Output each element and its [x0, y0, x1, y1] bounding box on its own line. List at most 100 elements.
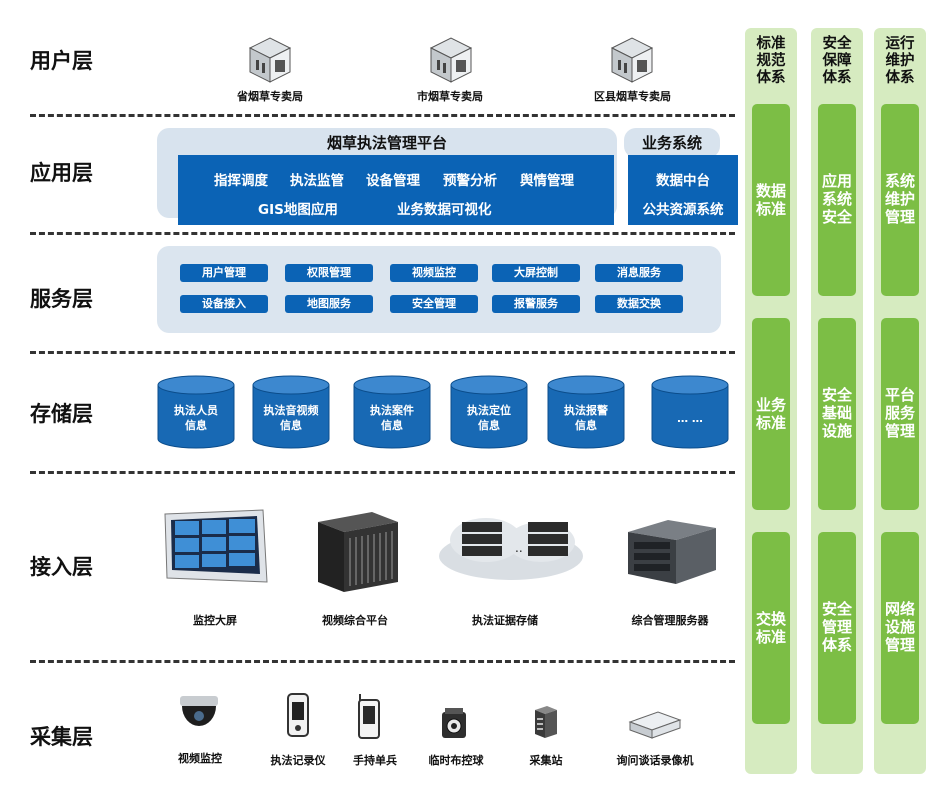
- layer-label-access: 接入层: [30, 555, 93, 579]
- service-item: 数据交换: [595, 295, 683, 313]
- layer-divider: [30, 351, 735, 354]
- security-column-header: 安全保障体系: [822, 36, 852, 86]
- standard-segment: [752, 318, 790, 510]
- storage-label: 执法音视频: [263, 404, 319, 417]
- layer-label-application: 应用层: [30, 161, 93, 185]
- dome-camera-icon: [180, 696, 218, 726]
- app-module: 指挥调度: [214, 173, 268, 189]
- standard-segment-label: 业务标准: [755, 396, 786, 432]
- storage-label: 执法报警: [564, 404, 608, 417]
- svg-text:..: ..: [515, 541, 523, 555]
- service-item: 安全管理: [390, 295, 478, 313]
- storage-label-more: … …: [677, 412, 703, 425]
- storage-cloud-icon: ..: [439, 518, 583, 580]
- security-segment-label: 安全管理体系: [821, 600, 852, 654]
- service-item: 大屏控制: [492, 264, 580, 282]
- business-module: 公共资源系统: [642, 202, 724, 218]
- storage-label: 信息: [381, 419, 403, 432]
- business-title: 业务系统: [641, 134, 702, 152]
- database-icon: 执法定位信息: [450, 375, 528, 449]
- service-item: 消息服务: [595, 264, 683, 282]
- collection-station-icon: [535, 706, 557, 738]
- storage-label: 执法人员: [174, 404, 218, 417]
- app-module: 舆情管理: [520, 173, 574, 189]
- layer-label-storage: 存储层: [30, 402, 93, 426]
- app-module: 设备管理: [366, 173, 420, 189]
- service-item: 设备接入: [180, 295, 268, 313]
- standard-column-header: 标准规范体系: [756, 36, 786, 86]
- app-module: 执法监管: [290, 173, 344, 189]
- layer-divider: [30, 471, 735, 474]
- security-segment: [818, 532, 856, 724]
- storage-label: 信息: [575, 419, 597, 432]
- chassis-icon: [318, 512, 398, 592]
- operation-segment-label: 平台服务管理: [884, 386, 915, 440]
- app-module: 业务数据可视化: [397, 202, 492, 218]
- security-segment-label: 安全基础设施: [821, 386, 852, 440]
- database-icon: 执法案件信息: [353, 375, 431, 449]
- access-label: 执法证据存储: [472, 614, 538, 627]
- operation-segment: [881, 318, 919, 510]
- operation-segment-label: 网络设施管理: [884, 600, 915, 654]
- collection-label: 询问谈话录像机: [616, 754, 694, 767]
- standard-segment: [752, 104, 790, 296]
- ptz-ball-icon: [442, 708, 466, 738]
- access-label: 视频综合平台: [322, 614, 388, 627]
- building-icon: [610, 37, 654, 83]
- app-module: GIS地图应用: [258, 202, 338, 218]
- business-modules: [628, 155, 738, 225]
- service-item: 报警服务: [492, 295, 580, 313]
- building-icon: [248, 37, 292, 83]
- collection-label: 视频监控: [178, 752, 222, 765]
- security-segment-label: 应用系统安全: [821, 172, 852, 226]
- platform-title: 烟草执法管理平台: [326, 134, 447, 152]
- service-panel: [157, 246, 721, 333]
- handheld-terminal-icon: [358, 694, 380, 739]
- standard-segment-label: 交换标准: [755, 610, 786, 646]
- storage-label: 信息: [185, 419, 207, 432]
- user-node-province: 省烟草专卖局: [237, 90, 303, 103]
- standard-segment-label: 数据标准: [755, 182, 786, 218]
- access-label: 监控大屏: [193, 614, 237, 627]
- body-camera-icon: [287, 693, 309, 737]
- user-node-county: 区县烟草专卖局: [594, 90, 671, 103]
- interview-recorder-icon: [628, 711, 682, 739]
- server-icon: [628, 520, 716, 584]
- business-panel: [624, 128, 720, 158]
- database-icon: … …: [651, 375, 729, 449]
- user-node-city: 市烟草专卖局: [417, 90, 483, 103]
- database-icon: 执法人员信息: [157, 375, 235, 449]
- service-item: 视频监控: [390, 264, 478, 282]
- storage-label: 执法案件: [370, 404, 414, 417]
- operation-segment: [881, 104, 919, 296]
- layer-label-collection: 采集层: [30, 725, 93, 749]
- operation-segment: [881, 532, 919, 724]
- platform-modules: [178, 155, 614, 225]
- access-label: 综合管理服务器: [631, 614, 709, 627]
- business-module: 数据中台: [656, 173, 710, 189]
- service-item: 地图服务: [285, 295, 373, 313]
- security-segment: [818, 318, 856, 510]
- storage-label: 执法定位: [467, 404, 511, 417]
- operation-segment-label: 系统维护管理: [884, 172, 915, 226]
- layer-divider: [30, 232, 735, 235]
- video-wall-icon: [164, 509, 268, 583]
- layer-label-service: 服务层: [30, 287, 93, 311]
- database-icon: 执法音视频信息: [252, 375, 330, 449]
- layer-divider: [30, 660, 735, 663]
- layer-label-user: 用户层: [30, 49, 93, 73]
- service-item: 权限管理: [285, 264, 373, 282]
- database-icon: 执法报警信息: [547, 375, 625, 449]
- security-segment: [818, 104, 856, 296]
- storage-label: 信息: [478, 419, 500, 432]
- storage-label: 信息: [280, 419, 302, 432]
- collection-label: 手持单兵: [353, 754, 397, 767]
- app-module: 预警分析: [443, 173, 497, 189]
- service-item: 用户管理: [180, 264, 268, 282]
- collection-label: 临时布控球: [428, 754, 484, 767]
- building-icon: [429, 37, 473, 83]
- operation-column-header: 运行维护体系: [885, 36, 915, 86]
- collection-label: 执法记录仪: [270, 754, 326, 767]
- layer-divider: [30, 114, 735, 117]
- standard-segment: [752, 532, 790, 724]
